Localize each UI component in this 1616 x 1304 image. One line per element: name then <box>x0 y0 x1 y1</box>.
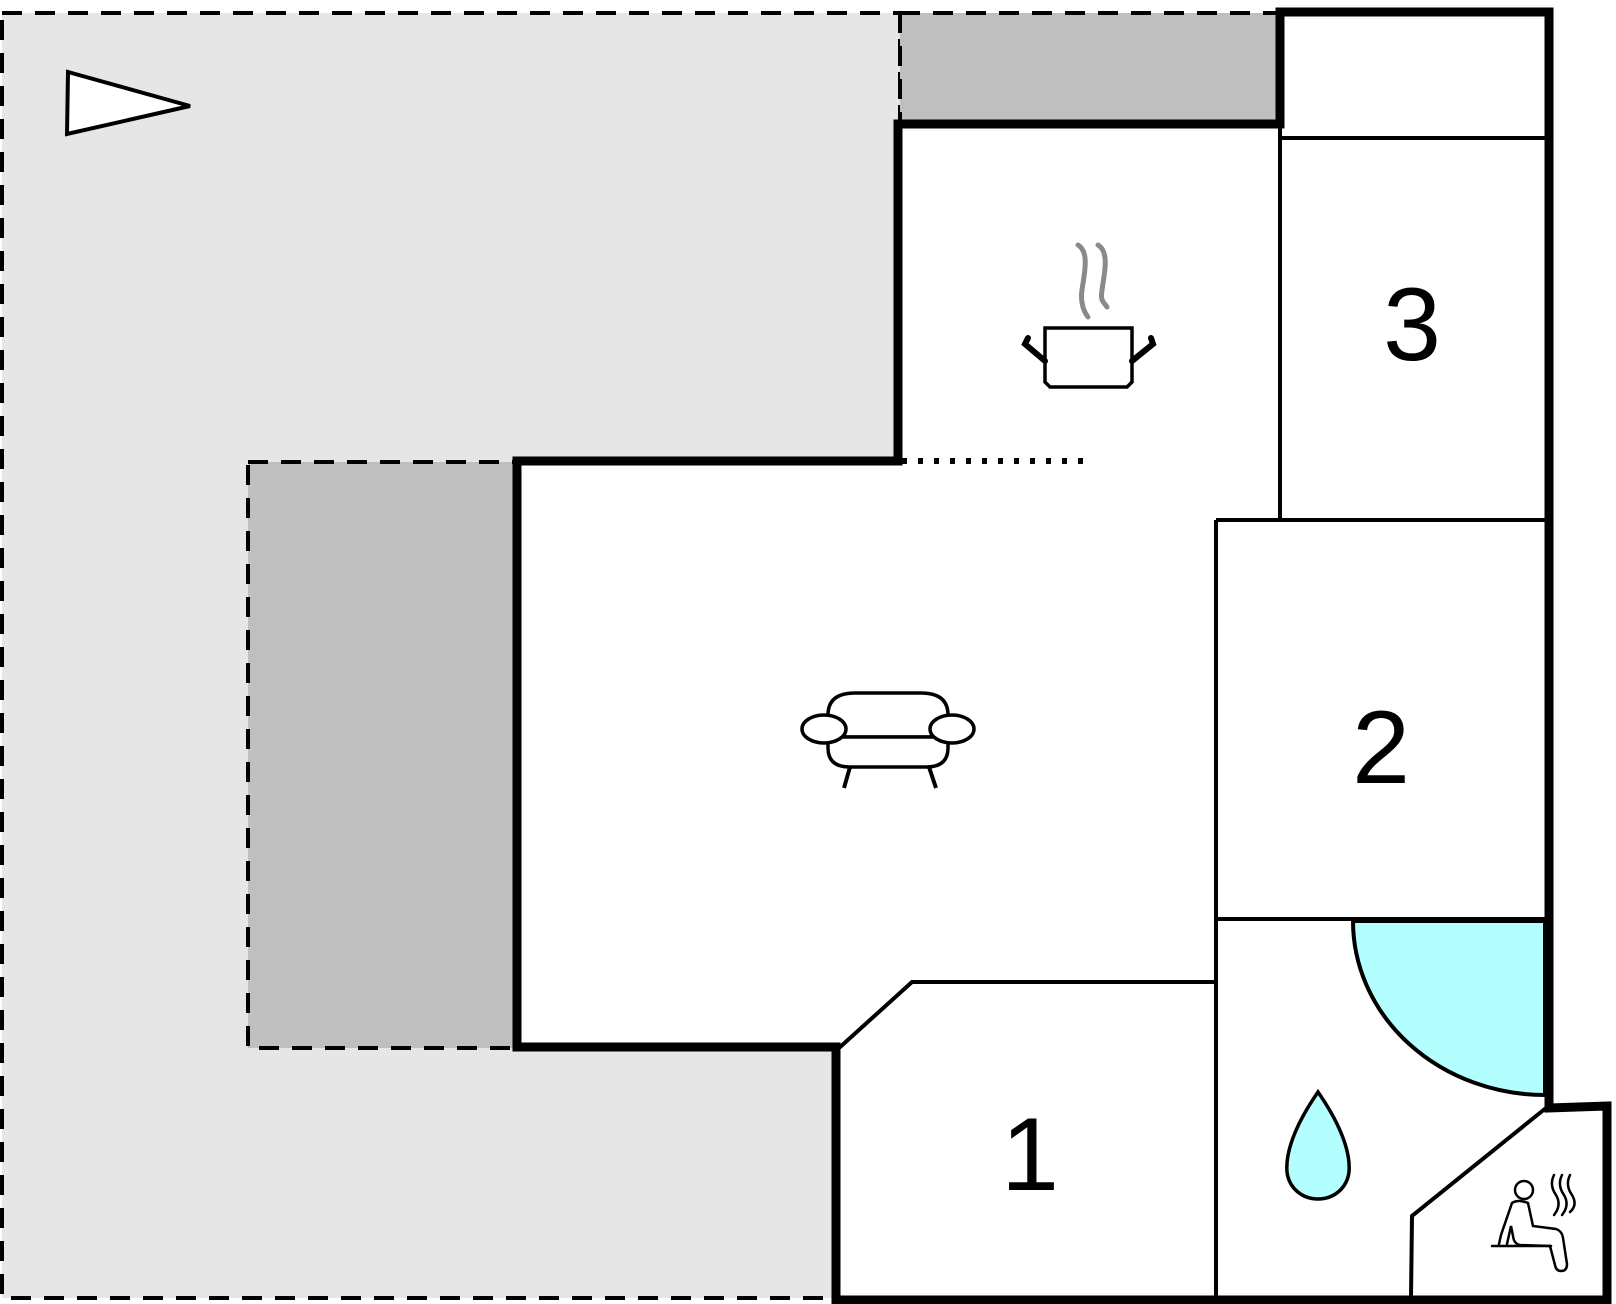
bedroom-3-number: 3 <box>1383 267 1441 383</box>
sauna-icon <box>1490 1173 1576 1273</box>
shower-area <box>1350 919 1547 1098</box>
north-arrow-icon <box>64 69 191 137</box>
bedroom-2-number: 2 <box>1352 690 1410 806</box>
bedroom-1-number: 1 <box>1001 1097 1059 1213</box>
sofa-icon <box>800 691 976 789</box>
water-drop-icon <box>1285 1088 1351 1201</box>
cooking-pot-icon <box>1021 242 1157 389</box>
covered-area-left <box>246 460 517 1050</box>
covered-area-top <box>900 13 1278 124</box>
building-outline <box>512 7 1612 1304</box>
